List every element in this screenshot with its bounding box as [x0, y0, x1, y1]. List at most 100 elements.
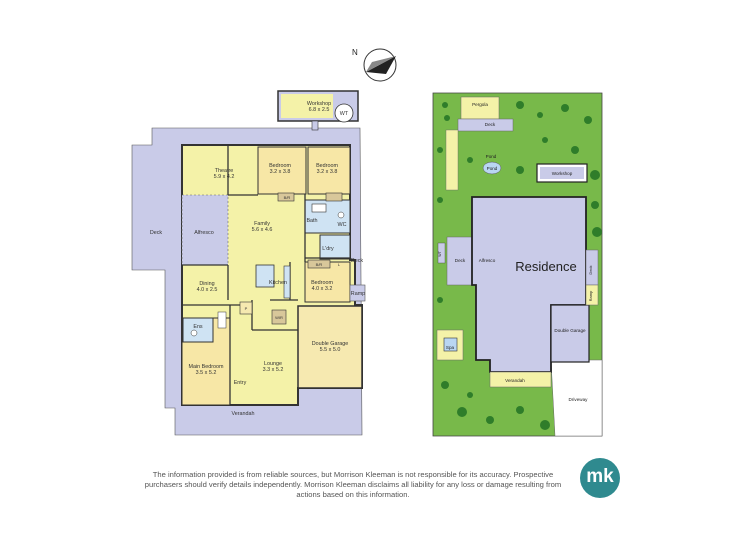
pantry: [239, 301, 253, 315]
lounge-dims: 3.3 x 5.2: [263, 367, 284, 373]
tree-icon: [540, 420, 550, 430]
robe-c: [307, 259, 331, 269]
residence-label: Residence: [515, 259, 576, 274]
water-tank-icon: [334, 103, 354, 123]
tree-icon: [584, 116, 592, 124]
workshop-step: [311, 120, 319, 131]
bathtub-icon: [311, 203, 327, 213]
bedroom-b-dims: 3.2 x 3.8: [317, 169, 338, 175]
wc-label: WC: [338, 222, 347, 228]
site-verandah-label: Verandah: [505, 378, 525, 383]
ramp-label: Ramp: [351, 291, 365, 297]
dining-dims: 4.0 x 2.5: [197, 287, 218, 293]
floor-plan: Workshop 6.8 x 2.5 WT Theatre 5.9 x 4.2 …: [131, 90, 366, 436]
entry-label: Entry: [234, 380, 247, 386]
site-deck-side-label: Deck: [588, 265, 593, 274]
site-wt-label: WT: [438, 250, 442, 256]
laundry-label: L'dry: [322, 246, 334, 252]
floor-plan-labels: Workshop 6.8 x 2.5 WT Theatre 5.9 x 4.2 …: [150, 101, 365, 417]
ensuite-toilet-icon: [190, 329, 198, 337]
kitchen-label: Kitchen: [269, 280, 287, 286]
ramp-area: [349, 284, 366, 302]
tree-icon: [516, 406, 524, 414]
alfresco-area: [181, 194, 229, 266]
kitchen-counter: [283, 265, 291, 299]
agency-logo: mk: [580, 458, 620, 498]
laundry-room: [319, 234, 351, 260]
bedroom-a-label: Bedroom: [269, 163, 291, 169]
main-bedroom-dims: 3.5 x 5.2: [196, 370, 217, 376]
bedroom-c-dims: 4.0 x 3.2: [312, 286, 333, 292]
bedroom-b-label: Bedroom: [316, 163, 338, 169]
north-arrow-shadow-icon: [366, 56, 396, 72]
site-deck-area: [446, 236, 474, 286]
family-dims: 5.6 x 4.6: [252, 227, 273, 233]
dining-label: Dining: [199, 281, 214, 287]
site-workshop-fill: [540, 167, 584, 179]
site-garage: [550, 304, 590, 363]
pond-icon: [482, 161, 502, 175]
lounge-label: Lounge: [264, 361, 282, 367]
compass: N: [352, 48, 397, 82]
garden-path: [445, 129, 459, 191]
garage-dims: 5.5 x 5.0: [320, 347, 341, 353]
wir-label: WIR: [275, 315, 283, 320]
robe-a: [277, 192, 295, 202]
kitchen-island: [255, 264, 275, 288]
deck-east-label: Deck: [351, 258, 364, 264]
robe-b: [325, 192, 343, 202]
tree-icon: [561, 104, 569, 112]
bedroom-b-room: [307, 146, 351, 195]
disclaimer-text: The information provided is from reliabl…: [144, 470, 562, 499]
spa-icon: [443, 337, 458, 352]
alfresco-label: Alfresco: [194, 230, 213, 236]
driveway-label: Driveway: [569, 397, 589, 402]
site-verandah: [489, 371, 552, 388]
tree-icon: [590, 170, 600, 180]
site-deck-label: Deck: [455, 258, 466, 263]
site-ramp-label: Ramp: [588, 290, 593, 301]
site-workshop-label: Workshop: [552, 171, 573, 176]
tree-icon: [467, 157, 473, 163]
main-bedroom-label: Main Bedroom: [188, 364, 224, 370]
site-alfresco-label: Alfresco: [479, 258, 496, 263]
walk-in-robe: [271, 309, 287, 325]
tree-icon: [437, 147, 443, 153]
tree-icon: [516, 166, 524, 174]
garage-label: Double Garage: [312, 341, 349, 347]
tree-icon: [542, 137, 548, 143]
wt-label: WT: [340, 111, 349, 117]
tree-icon: [537, 112, 543, 118]
deck-north-label: Deck: [485, 122, 496, 127]
vanity-icon: [217, 311, 227, 329]
tree-icon: [442, 102, 448, 108]
tree-icon: [591, 201, 599, 209]
tree-icon: [457, 407, 467, 417]
tree-icon: [516, 101, 524, 109]
tree-icon: [437, 197, 443, 203]
ensuite-room: [182, 317, 214, 343]
tree-icon: [592, 227, 602, 237]
site-garage-label: Double Garage: [554, 328, 586, 333]
site-plan-labels: Pergola Deck Pond Pond Workshop Deck Alf…: [438, 102, 593, 402]
tree-icon: [437, 297, 443, 303]
site-plan: Pergola Deck Pond Pond Workshop Deck Alf…: [432, 92, 603, 437]
trees: [437, 101, 602, 430]
tree-icon: [486, 416, 494, 424]
workshop-outbuilding-dims: 6.8 x 2.5: [309, 107, 330, 113]
bedroom-a-dims: 3.2 x 3.8: [270, 169, 291, 175]
deck-north-area: [457, 118, 514, 132]
site-ramp: [585, 284, 599, 306]
bath-label: Bath: [306, 218, 317, 224]
pond-b-label: Pond: [487, 166, 498, 171]
pantry-label: P: [245, 306, 248, 311]
tree-icon: [444, 115, 450, 121]
tree-icon: [441, 381, 449, 389]
theatre-dims: 5.9 x 4.2: [214, 174, 235, 180]
pond-a-label: Pond: [486, 154, 497, 159]
ensuite-label: Ens: [193, 324, 203, 330]
br-b-label: B/R: [316, 262, 323, 267]
workshop-floor: [281, 94, 333, 118]
